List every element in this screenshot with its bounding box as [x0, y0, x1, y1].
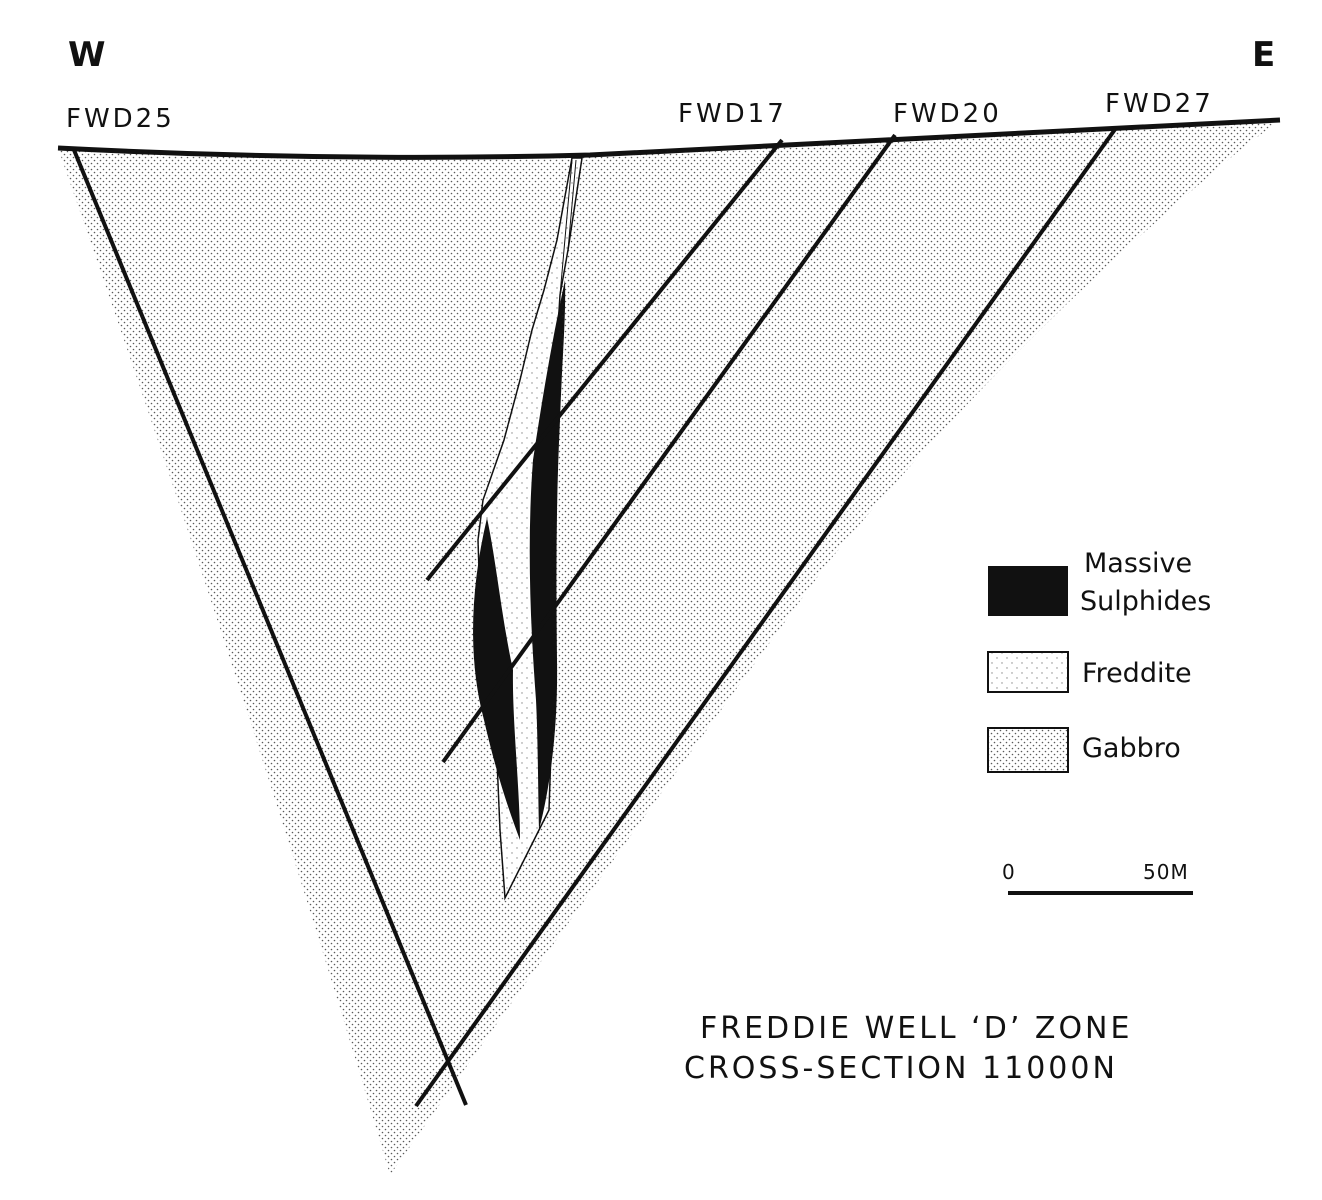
legend-label-massive: Massive [1084, 548, 1192, 579]
drillhole-fwd20-trace [441, 133, 897, 764]
drillhole-fwd25-trace [72, 149, 468, 1106]
ground-surface [57, 117, 1281, 160]
legend-swatch-gabbro [987, 727, 1069, 773]
drillhole-label-fwd25: FWD25 [66, 104, 175, 134]
legend-label-freddite: Freddite [1082, 658, 1192, 689]
drillhole-label-fwd27: FWD27 [1105, 89, 1214, 119]
drillhole-label-fwd20: FWD20 [893, 99, 1002, 129]
west-label: W [68, 35, 106, 75]
legend: Massive Sulphides Freddite Gabbro [987, 548, 1211, 773]
massive-sulphide-lens-west [473, 518, 520, 840]
legend-label-sulphides: Sulphides [1080, 586, 1211, 617]
legend-swatch-massive-sulphides [988, 566, 1068, 616]
scale-bar-start: 0 [1002, 860, 1016, 884]
drillhole-label-fwd17: FWD17 [678, 99, 787, 129]
legend-swatch-freddite [987, 651, 1069, 693]
scale-bar: 0 50M [1002, 860, 1193, 895]
scale-bar-end: 50M [1143, 860, 1189, 884]
drillhole-fwd27-trace [414, 126, 1118, 1108]
drillhole-fwd17-trace [425, 138, 784, 582]
freddite-feeder [559, 159, 577, 296]
figure-title-line1: FREDDIE WELL ‘D’ ZONE [700, 1011, 1132, 1046]
east-label: E [1252, 35, 1275, 75]
legend-label-gabbro: Gabbro [1082, 733, 1181, 764]
gabbro-body [58, 120, 1280, 1175]
figure-title-line2: CROSS-SECTION 11000N [684, 1051, 1118, 1086]
